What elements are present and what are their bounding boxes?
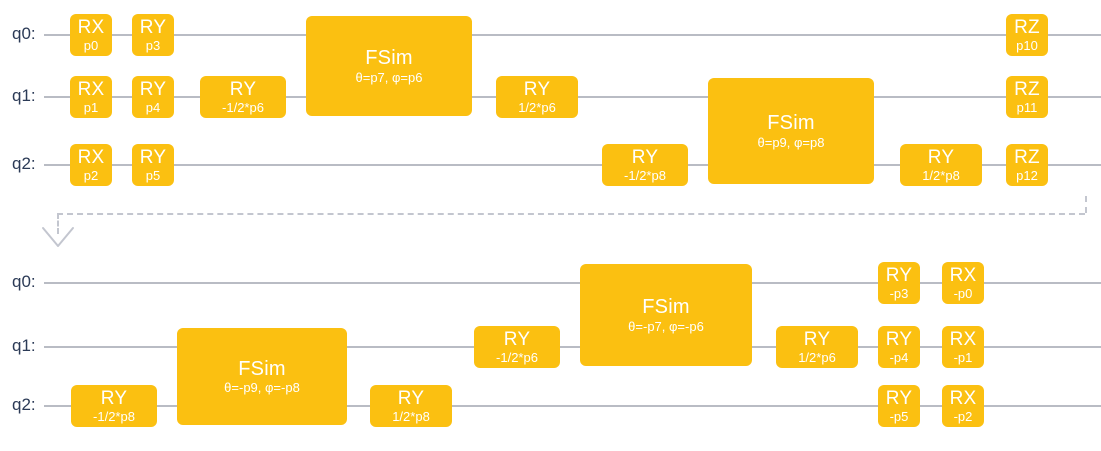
gate-ry-q1-3[interactable]: RY-1/2*p6 bbox=[474, 326, 560, 368]
gate-name: RY bbox=[100, 388, 128, 410]
gate-params: 1/2*p8 bbox=[922, 167, 960, 183]
gate-name: RX bbox=[77, 79, 105, 101]
gate-name: RY bbox=[885, 388, 913, 410]
qubit-label-q0: q0: bbox=[12, 24, 36, 43]
gate-params: -p0 bbox=[953, 285, 973, 301]
gate-params: -p3 bbox=[889, 285, 909, 301]
gate-name: FSim bbox=[238, 357, 286, 380]
gate-params: -1/2*p8 bbox=[624, 167, 666, 183]
gate-name: RX bbox=[77, 147, 105, 169]
gate-ry-q2-0[interactable]: RY-1/2*p8 bbox=[71, 385, 157, 427]
gate-name: RY bbox=[139, 17, 167, 39]
gate-ry-q2-9[interactable]: RY-1/2*p8 bbox=[602, 144, 688, 186]
gate-params: θ=-p7, φ=-p6 bbox=[628, 318, 704, 334]
gate-name: RY bbox=[397, 388, 425, 410]
gate-name: RY bbox=[503, 329, 531, 351]
gate-params: 1/2*p6 bbox=[518, 99, 556, 115]
gate-name: RZ bbox=[1014, 79, 1040, 101]
gate-rx-q0-7[interactable]: RX-p0 bbox=[942, 262, 984, 304]
gate-params: p3 bbox=[145, 37, 161, 53]
gate-params: 1/2*p6 bbox=[798, 349, 836, 365]
connector-right-riser bbox=[1085, 196, 1087, 213]
gate-params: 1/2*p8 bbox=[392, 408, 430, 424]
gate-params: θ=p9, φ=p8 bbox=[757, 134, 825, 150]
qubit-wire-q0 bbox=[44, 282, 1101, 284]
gate-params: -1/2*p8 bbox=[93, 408, 135, 424]
gate-name: RZ bbox=[1014, 147, 1040, 169]
gate-ry-q1-4[interactable]: RY-1/2*p6 bbox=[200, 76, 286, 118]
gate-params: -p4 bbox=[889, 349, 909, 365]
qubit-label-q2: q2: bbox=[12, 395, 36, 414]
gate-name: RX bbox=[949, 265, 977, 287]
gate-name: RY bbox=[803, 329, 831, 351]
qubit-label-q0: q0: bbox=[12, 272, 36, 291]
gate-params: p5 bbox=[145, 167, 161, 183]
gate-params: -p2 bbox=[953, 408, 973, 424]
qubit-wire-q2 bbox=[44, 405, 1101, 407]
gate-rx-q2-11[interactable]: RX-p2 bbox=[942, 385, 984, 427]
connector-horizontal-line bbox=[57, 213, 1085, 215]
gate-ry-q0-6[interactable]: RY-p3 bbox=[878, 262, 920, 304]
gate-name: FSim bbox=[642, 296, 690, 319]
gate-name: RX bbox=[949, 388, 977, 410]
gate-name: RZ bbox=[1014, 17, 1040, 39]
gate-name: RX bbox=[77, 17, 105, 39]
gate-name: RY bbox=[523, 79, 551, 101]
gate-params: p12 bbox=[1016, 167, 1038, 183]
gate-name: RY bbox=[885, 265, 913, 287]
gate-params: -p1 bbox=[953, 349, 973, 365]
gate-name: RY bbox=[139, 147, 167, 169]
gate-params: p10 bbox=[1016, 37, 1038, 53]
qubit-wire-q1 bbox=[44, 346, 1101, 348]
qubit-label-q1: q1: bbox=[12, 86, 36, 105]
gate-name: RY bbox=[139, 79, 167, 101]
gate-name: RX bbox=[949, 329, 977, 351]
gate-params: p11 bbox=[1016, 99, 1038, 115]
gate-params: θ=p7, φ=p6 bbox=[355, 69, 423, 85]
gate-ry-q1-8[interactable]: RY-p4 bbox=[878, 326, 920, 368]
qubit-label-q1: q1: bbox=[12, 336, 36, 355]
gate-params: -1/2*p6 bbox=[222, 99, 264, 115]
gate-name: RY bbox=[631, 147, 659, 169]
gate-params: -1/2*p6 bbox=[496, 349, 538, 365]
connector-left-drop bbox=[57, 213, 59, 234]
gate-name: RY bbox=[927, 147, 955, 169]
gate-name: FSim bbox=[767, 112, 815, 135]
gate-ry-q2-10[interactable]: RY-p5 bbox=[878, 385, 920, 427]
gate-params: p0 bbox=[83, 37, 99, 53]
gate-params: p1 bbox=[83, 99, 99, 115]
gate-params: -p5 bbox=[889, 408, 909, 424]
qubit-label-q2: q2: bbox=[12, 154, 36, 173]
gate-name: RY bbox=[885, 329, 913, 351]
gate-params: p4 bbox=[145, 99, 161, 115]
gate-name: FSim bbox=[365, 47, 413, 70]
gate-name: RY bbox=[229, 79, 257, 101]
qubit-wire-q2 bbox=[44, 164, 1101, 166]
qubit-wire-q0 bbox=[44, 34, 1101, 36]
gate-rx-q1-9[interactable]: RX-p1 bbox=[942, 326, 984, 368]
gate-params: θ=-p9, φ=-p8 bbox=[224, 380, 300, 396]
gate-params: p2 bbox=[83, 167, 99, 183]
